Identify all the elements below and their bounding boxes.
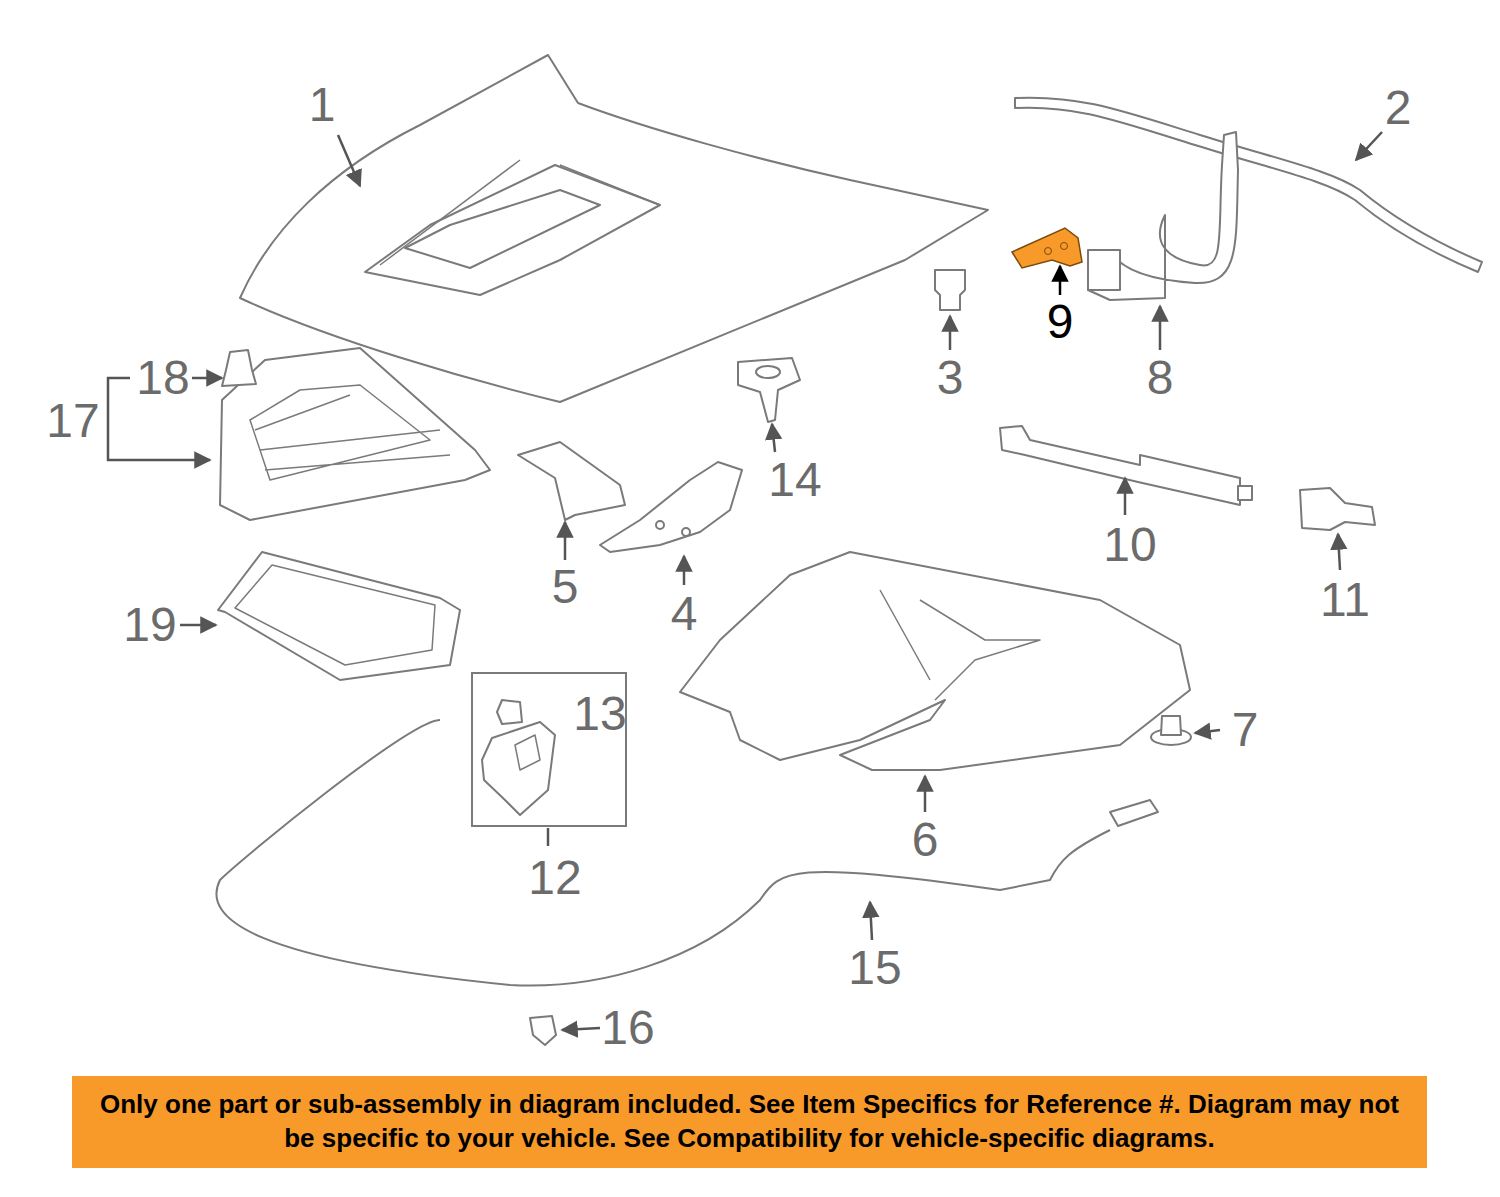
callout-number: 15 [848,944,901,992]
cable-clip [530,1016,556,1045]
hood-vent [220,348,490,520]
callout-number: 3 [937,354,964,402]
callout-number: 6 [912,816,939,864]
leader-arrow [338,135,360,186]
vent-screen [218,552,460,680]
leader-arrow [683,556,686,585]
callout-number: 4 [671,590,698,638]
ball-stud [1300,488,1375,530]
hood-hinge [1088,132,1238,300]
callout-number: 8 [1147,354,1174,402]
callout-number: 10 [1103,521,1156,569]
callout-number: 17 [46,397,99,445]
leader-arrow [1059,266,1062,295]
leader-arrow [1338,534,1340,570]
hood-latch [482,722,555,815]
leader-arrow [949,316,952,350]
callout-number: 18 [136,354,189,402]
bumper-stop [935,270,965,310]
callout-number: 5 [552,563,579,611]
leader-arrow [1159,306,1162,350]
leader-arrow [1124,478,1127,515]
support-bracket [518,442,625,520]
leader-arrow [1195,730,1220,733]
callout-number: 2 [1385,84,1412,132]
hinge-reinforcement [1012,228,1082,268]
callout-number: 16 [601,1004,654,1052]
latch-bracket [738,358,800,422]
callout-number: 14 [768,456,821,504]
group-box: 1312 [471,672,627,827]
leader-arrow [562,1028,600,1030]
callout-number: 9 [1047,298,1074,346]
latch-clip [497,700,522,724]
callout-number: 11 [1320,576,1370,624]
leader-arrow [1356,132,1382,160]
leader-arrow [870,902,872,940]
leader-arrow [772,424,775,452]
callout-number: 7 [1232,706,1259,754]
retainer-clip [222,350,256,386]
hood-reinforcement [600,462,742,552]
hood-scoop [365,165,660,295]
leader-arrow [924,776,927,812]
callout-number: 19 [123,601,176,649]
callout-number: 1 [309,81,336,129]
leader-line [547,828,550,846]
hood-seal [1015,98,1482,272]
leader-arrow [192,377,222,380]
callout-number: 13 [573,690,626,738]
callout-number: 12 [528,854,581,902]
gas-strut [1000,426,1240,505]
notice-text: Only one part or sub-assembly in diagram… [90,1088,1409,1156]
release-cable [216,720,1110,986]
notice-banner: Only one part or sub-assembly in diagram… [72,1076,1427,1168]
leader-arrow [180,624,216,627]
leader-arrow [564,522,567,560]
hood-insulator [680,552,1190,770]
